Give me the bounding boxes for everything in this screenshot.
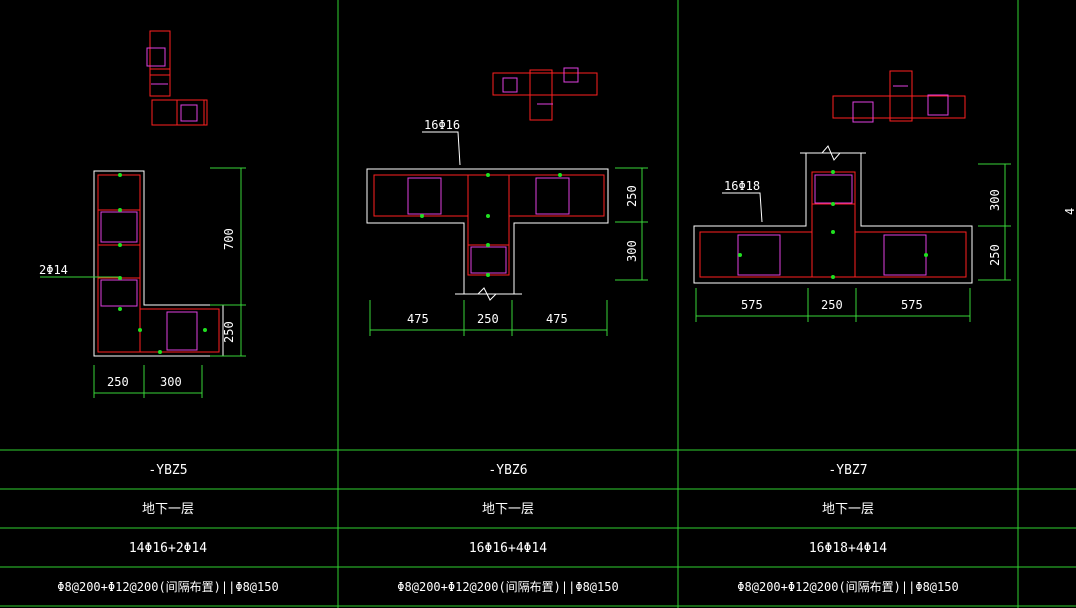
ybz7-dim-h2: 250 (821, 298, 843, 312)
ybz6-dim-v2: 300 (625, 240, 639, 262)
ybz7-name: -YBZ7 (828, 463, 867, 478)
ybz6-longitudinal: 16Φ16+4Φ14 (469, 541, 547, 556)
ybz7-callout: 16Φ18 (724, 179, 760, 193)
ybz7-floor: 地下一层 (822, 502, 874, 517)
ybz5-dim-v1: 700 (222, 228, 236, 250)
ybz5-stirrups: Φ8@200+Φ12@200(间隔布置)||Φ8@150 (57, 580, 278, 594)
ybz7-dim-v2: 250 (988, 244, 1002, 266)
ybz5-callout: 2Φ14 (39, 263, 68, 277)
ybz7-dim-h1: 575 (741, 298, 763, 312)
ybz7-section: 16Φ18 575 250 575 300 250 (693, 70, 1011, 322)
ybz6-callout: 16Φ16 (424, 118, 460, 132)
ybz5-dim-h1: 250 (107, 375, 129, 389)
ybz6-key-plan (492, 69, 598, 121)
ybz5-section: 250 300 700 250 2Φ14 (39, 30, 246, 398)
ybz5-name: -YBZ5 (148, 463, 187, 478)
ybz6-dim-h3: 475 (546, 312, 568, 326)
ybz5-dim-h2: 300 (160, 375, 182, 389)
ybz5-key-plan (149, 30, 208, 126)
ybz5-longitudinal: 14Φ16+2Φ14 (129, 541, 207, 556)
ybz6-name: -YBZ6 (488, 463, 527, 478)
ybz6-stirrups: Φ8@200+Φ12@200(间隔布置)||Φ8@150 (397, 580, 618, 594)
ybz6-dim-v1: 250 (625, 185, 639, 207)
ybz6-dim-h1: 475 (407, 312, 429, 326)
schedule-table: -YBZ5 -YBZ6 -YBZ7 地下一层 地下一层 地下一层 14Φ16+2… (57, 463, 958, 594)
ybz5-floor: 地下一层 (142, 502, 194, 517)
ybz7-key-plan (832, 70, 966, 122)
ybz6-dim-h2: 250 (477, 312, 499, 326)
ybz6-section: 16Φ16 475 250 475 250 300 (366, 67, 648, 336)
ybz6-floor: 地下一层 (482, 502, 534, 517)
ybz7-dim-h3: 575 (901, 298, 923, 312)
ybz7-stirrups: Φ8@200+Φ12@200(间隔布置)||Φ8@150 (737, 580, 958, 594)
ybz7-dim-v1: 300 (988, 189, 1002, 211)
ybz7-longitudinal: 16Φ18+4Φ14 (809, 541, 887, 556)
edge-fragment: 4 (1063, 208, 1076, 215)
ybz5-dim-v2: 250 (222, 321, 236, 343)
